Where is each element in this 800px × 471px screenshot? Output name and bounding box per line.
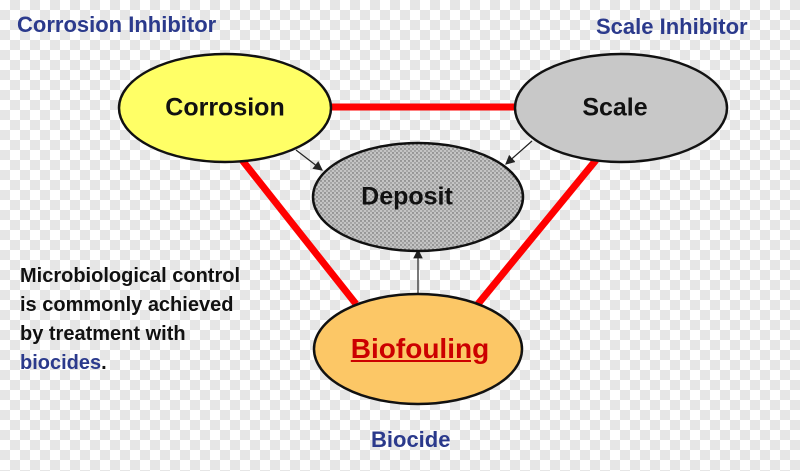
note-line-3: by treatment with: [20, 323, 186, 345]
node-biofouling: [312, 292, 524, 406]
node-corrosion: [117, 52, 333, 164]
microbiological-note: Microbiological control is commonly achi…: [20, 262, 240, 378]
corrosion-inhibitor-label: Corrosion Inhibitor: [17, 12, 217, 37]
note-period: .: [101, 352, 107, 374]
arrow-corrosion-deposit: [295, 149, 323, 171]
node-deposit: [311, 141, 525, 253]
scale-inhibitor-label: Scale Inhibitor: [596, 14, 748, 39]
link-scale-biofouling: [475, 157, 599, 307]
note-line-2: is commonly achieved: [20, 294, 234, 316]
biocide-label: Biocide: [371, 427, 451, 452]
corrosion-text: Corrosion: [165, 93, 285, 122]
biofouling-text: Biofouling: [350, 333, 490, 364]
note-line-1: Microbiological control: [20, 265, 241, 287]
node-scale: [513, 52, 729, 164]
arrow-scale-deposit: [505, 140, 533, 165]
deposit-text: Deposit: [361, 182, 453, 211]
note-line-4: biocides.: [20, 349, 240, 378]
note-biocides-word: biocides: [20, 352, 102, 374]
link-corrosion-biofouling: [239, 157, 359, 307]
scale-text: Scale: [582, 93, 648, 122]
